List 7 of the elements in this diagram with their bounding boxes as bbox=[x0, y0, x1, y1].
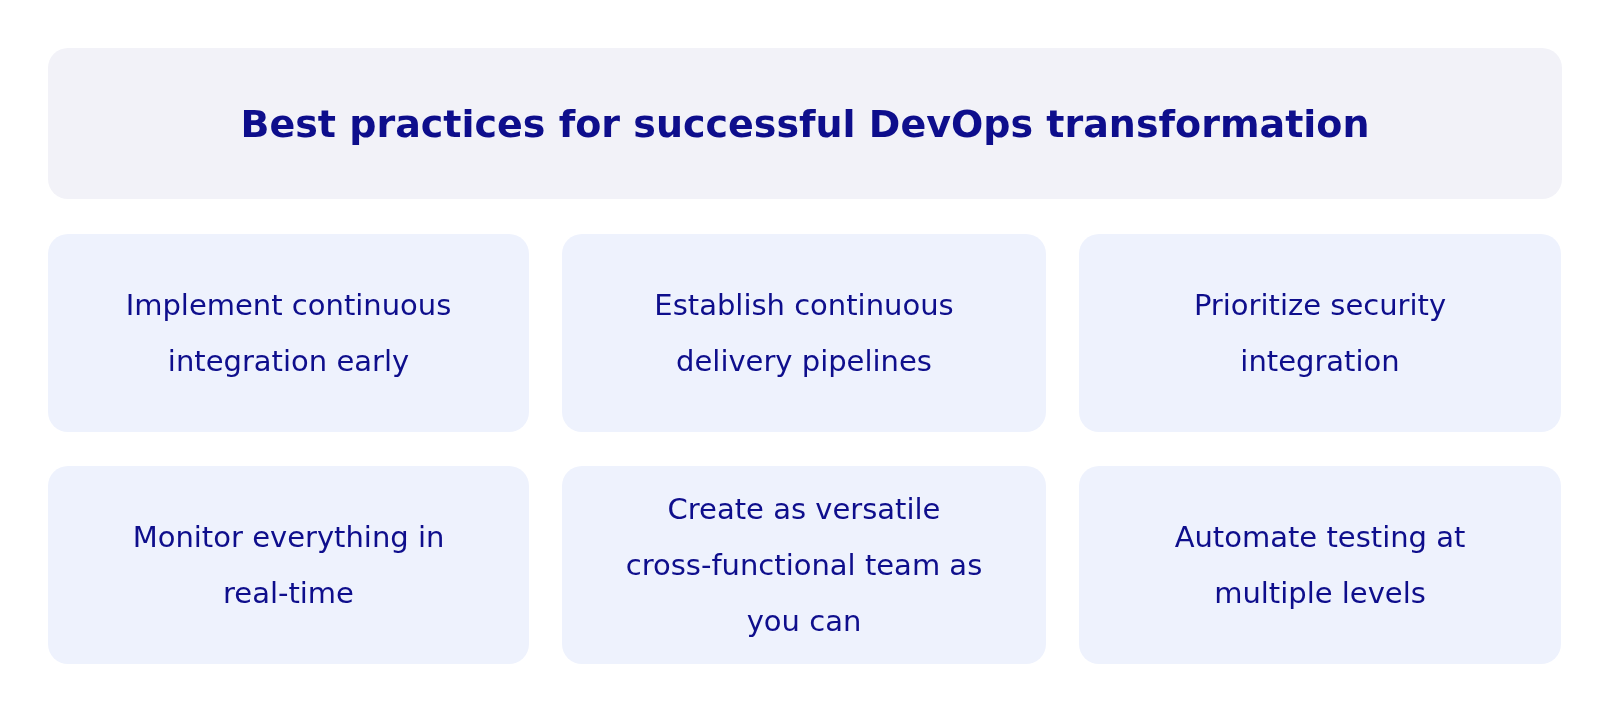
practice-text: Implement continuous integration early bbox=[124, 287, 453, 380]
practice-text: Establish continuous delivery pipelines bbox=[653, 287, 955, 380]
title: Best practices for successful DevOps transformation bbox=[240, 101, 1370, 146]
practice-text: Create as versatile cross-functional team as you can bbox=[624, 491, 984, 640]
practice-text: Automate testing at multiple levels bbox=[1173, 519, 1467, 612]
practice-text: Monitor everything in real-time bbox=[131, 519, 446, 612]
practice-text: Prioritize security integration bbox=[1192, 287, 1448, 380]
